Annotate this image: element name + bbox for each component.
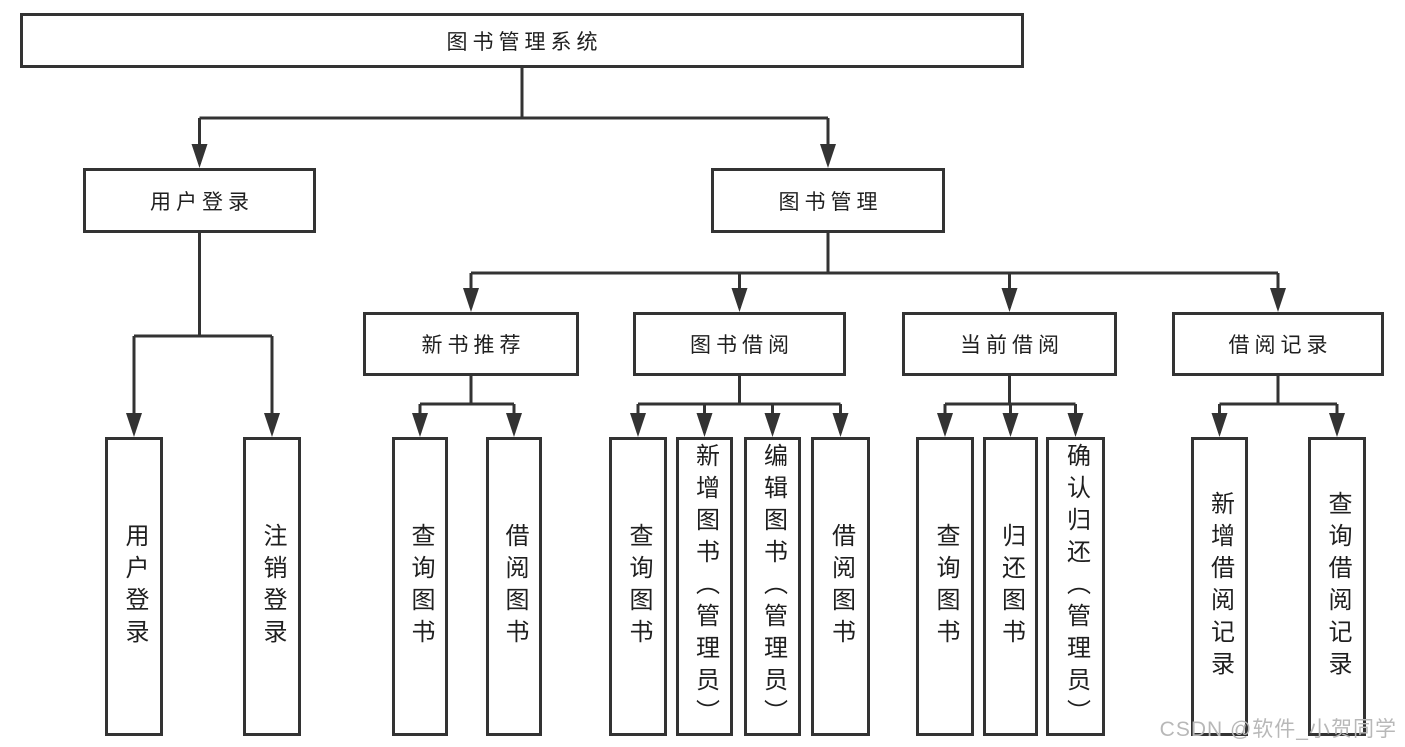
node-label: 图书管理系统: [446, 30, 603, 54]
node-label: 编辑图书（管理员）: [759, 442, 787, 731]
node-label: 查询图书: [407, 522, 434, 651]
arrowhead: [463, 288, 479, 312]
node-label: 新增图书（管理员）: [691, 442, 719, 731]
node-label: 借阅图书: [501, 522, 528, 651]
arrowhead: [1211, 413, 1228, 437]
connector-user-login: [132, 233, 274, 433]
leaf-query-books-current: 查询图书: [916, 437, 974, 736]
connector-borrowing-records: [1218, 376, 1339, 433]
node-label: 查询借阅记录: [1324, 490, 1351, 683]
node-label: 图书借阅: [690, 334, 794, 357]
node-new-book-recommendation: 新书推荐: [363, 312, 579, 376]
arrowhead: [1001, 288, 1018, 312]
leaf-user-login: 用户登录: [105, 437, 163, 736]
arrowhead: [832, 413, 849, 437]
node-label: 借阅记录: [1228, 334, 1333, 357]
node-label: 借阅图书: [827, 522, 855, 651]
node-borrowing-records: 借阅记录: [1172, 312, 1384, 376]
node-label: 用户登录: [121, 522, 148, 651]
leaf-confirm-return-admin: 确认归还（管理员）: [1046, 437, 1105, 736]
leaf-logout: 注销登录: [243, 437, 301, 736]
arrowhead: [1002, 413, 1019, 437]
leaf-return-books: 归还图书: [983, 437, 1038, 736]
leaf-add-borrow-record: 新增借阅记录: [1191, 437, 1248, 736]
node-label: 当前借阅: [960, 334, 1064, 357]
node-library-management-system: 图书管理系统: [20, 13, 1024, 68]
node-book-borrowing: 图书借阅: [633, 312, 846, 376]
node-label: 新增借阅记录: [1206, 490, 1234, 683]
arrowhead: [1067, 413, 1084, 437]
watermark: CSDN @软件_小贺同学: [1159, 718, 1397, 741]
connector-new-book-recommendation: [418, 376, 516, 433]
node-label: 图书管理: [778, 190, 883, 214]
leaf-add-books-admin: 新增图书（管理员）: [676, 437, 733, 736]
arrowhead: [191, 144, 208, 168]
node-current-borrowing: 当前借阅: [902, 312, 1117, 376]
arrowhead: [630, 413, 646, 437]
arrowhead: [937, 413, 953, 437]
arrowhead: [731, 288, 748, 312]
leaf-query-books-borrowing: 查询图书: [609, 437, 667, 736]
arrowhead: [126, 413, 142, 437]
leaf-query-borrow-record: 查询借阅记录: [1308, 437, 1366, 736]
arrowhead: [764, 413, 781, 437]
node-label: 注销登录: [259, 522, 286, 651]
arrowhead: [264, 413, 280, 437]
node-user-login: 用户登录: [83, 168, 316, 233]
arrowhead: [1270, 288, 1286, 312]
node-label: 查询图书: [625, 522, 652, 651]
leaf-borrow-books-recommend: 借阅图书: [486, 437, 542, 736]
leaf-query-books-recommend: 查询图书: [392, 437, 448, 736]
arrowhead: [412, 413, 428, 437]
leaf-borrow-books: 借阅图书: [811, 437, 870, 736]
arrowhead: [1329, 413, 1345, 437]
arrowhead: [820, 144, 836, 168]
connector-root: [198, 68, 830, 164]
leaf-edit-books-admin: 编辑图书（管理员）: [744, 437, 801, 736]
node-label: 确认归还（管理员）: [1062, 442, 1090, 731]
connector-book-management: [469, 233, 1280, 308]
node-label: 新书推荐: [421, 334, 526, 357]
node-label: 用户登录: [150, 190, 254, 214]
arrowhead: [696, 413, 713, 437]
node-label: 查询图书: [932, 522, 959, 651]
connector-book-borrowing: [636, 376, 842, 433]
node-label: 归还图书: [997, 522, 1025, 651]
node-book-management: 图书管理: [711, 168, 945, 233]
arrowhead: [506, 413, 522, 437]
